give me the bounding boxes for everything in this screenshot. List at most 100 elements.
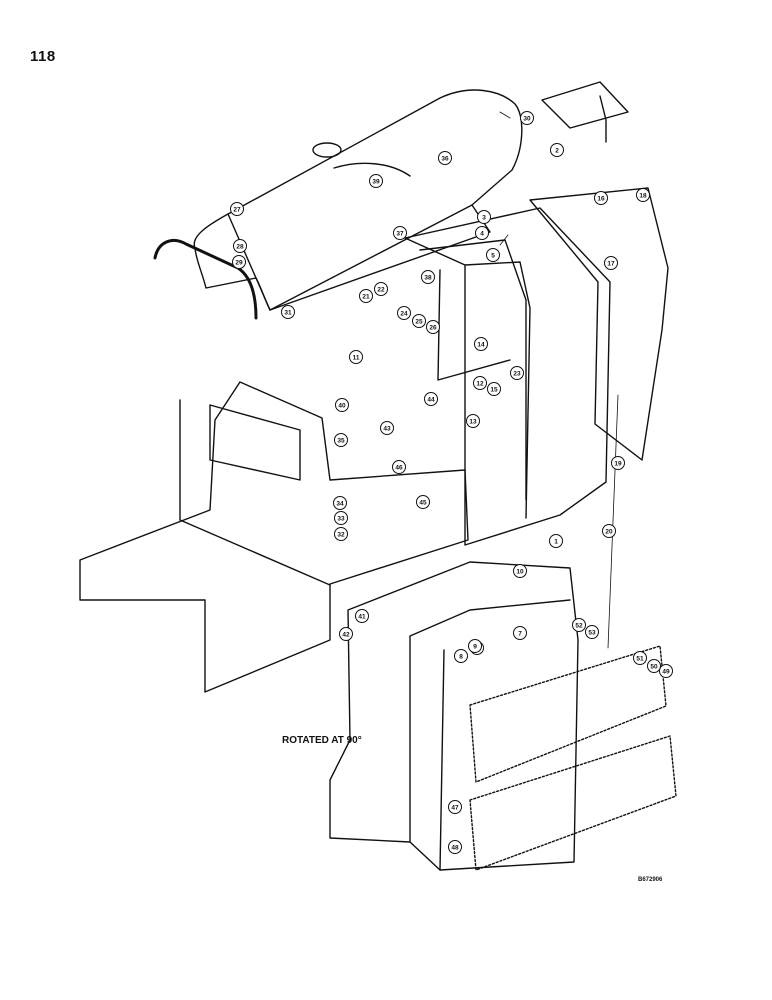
callout-39: 39 bbox=[369, 174, 383, 188]
callout-label: 49 bbox=[662, 668, 670, 675]
callout-label: 34 bbox=[336, 500, 344, 507]
callout-label: 46 bbox=[395, 464, 403, 471]
callout-circle bbox=[477, 210, 491, 224]
callout-46: 46 bbox=[392, 460, 406, 474]
callout-circle bbox=[421, 270, 435, 284]
callout-label: 41 bbox=[358, 613, 366, 620]
callout-48: 48 bbox=[448, 840, 462, 854]
callout-circle bbox=[230, 202, 244, 216]
callout-11: 11 bbox=[349, 350, 363, 364]
callout-label: 50 bbox=[650, 663, 658, 670]
callout-label: 37 bbox=[396, 230, 404, 237]
callout-label: 51 bbox=[636, 655, 644, 662]
radiator-shell bbox=[329, 561, 579, 871]
callout-label: 36 bbox=[441, 155, 449, 162]
callout-circle bbox=[585, 625, 599, 639]
callout-label: 45 bbox=[419, 499, 427, 506]
callout-7: 7 bbox=[513, 626, 527, 640]
callout-label: 16 bbox=[597, 195, 605, 202]
rotated-note: ROTATED AT 90° bbox=[282, 735, 362, 746]
callout-circle bbox=[397, 306, 411, 320]
callout-label: 9 bbox=[473, 643, 477, 650]
callout-circle bbox=[448, 800, 462, 814]
callout-circle bbox=[633, 651, 647, 665]
callout-label: 32 bbox=[337, 531, 345, 538]
callout-circle bbox=[374, 282, 388, 296]
callout-label: 11 bbox=[353, 354, 360, 361]
callout-label: 24 bbox=[400, 310, 408, 317]
callout-label: 25 bbox=[415, 318, 423, 325]
callout-circle bbox=[520, 111, 534, 125]
callout-label: 42 bbox=[342, 631, 350, 638]
callout-label: 20 bbox=[605, 528, 613, 535]
callout-12: 12 bbox=[473, 376, 487, 390]
callout-13: 13 bbox=[466, 414, 480, 428]
callout-label: 26 bbox=[429, 324, 437, 331]
callout-10: 10 bbox=[513, 564, 527, 578]
page-number: 118 bbox=[30, 48, 56, 65]
callout-label: 18 bbox=[639, 192, 647, 199]
callout-circle bbox=[636, 188, 650, 202]
lower-frame bbox=[79, 381, 469, 693]
callout-51: 51 bbox=[633, 651, 647, 665]
callout-circle bbox=[359, 289, 373, 303]
callout-45: 45 bbox=[416, 495, 430, 509]
callout-label: 22 bbox=[377, 286, 385, 293]
callout-circle bbox=[513, 626, 527, 640]
callout-circle bbox=[468, 639, 482, 653]
callout-14: 14 bbox=[474, 337, 488, 351]
callout-9: 9 bbox=[468, 639, 482, 653]
callout-circle bbox=[475, 226, 489, 240]
callout-label: 27 bbox=[233, 206, 241, 213]
callout-circle bbox=[426, 320, 440, 334]
callout-38: 38 bbox=[421, 270, 435, 284]
callout-15: 15 bbox=[487, 382, 501, 396]
callout-34: 34 bbox=[333, 496, 347, 510]
callout-label: 7 bbox=[518, 630, 522, 637]
callout-circle bbox=[448, 840, 462, 854]
callout-20: 20 bbox=[602, 524, 616, 538]
callout-30: 30 bbox=[520, 111, 534, 125]
callout-circle bbox=[549, 534, 563, 548]
callout-circle bbox=[334, 433, 348, 447]
callout-circle bbox=[647, 659, 661, 673]
callout-circle bbox=[594, 191, 608, 205]
callout-label: 12 bbox=[476, 380, 484, 387]
callout-circle bbox=[393, 226, 407, 240]
callout-circle bbox=[233, 239, 247, 253]
handle bbox=[541, 81, 629, 143]
callout-circle bbox=[487, 382, 501, 396]
callout-circle bbox=[611, 456, 625, 470]
callout-label: 1 bbox=[554, 538, 558, 545]
callout-circle bbox=[355, 609, 369, 623]
callout-3: 3 bbox=[477, 210, 491, 224]
callout-label: 5 bbox=[491, 252, 495, 259]
callout-circle bbox=[369, 174, 383, 188]
callout-47: 47 bbox=[448, 800, 462, 814]
callout-1: 1 bbox=[549, 534, 563, 548]
callout-label: 52 bbox=[575, 622, 583, 629]
callout-19: 19 bbox=[611, 456, 625, 470]
callout-35: 35 bbox=[334, 433, 348, 447]
callout-circle bbox=[604, 256, 618, 270]
callout-27: 27 bbox=[230, 202, 244, 216]
callout-26: 26 bbox=[426, 320, 440, 334]
callout-53: 53 bbox=[585, 625, 599, 639]
callout-label: 33 bbox=[337, 515, 345, 522]
callout-52: 52 bbox=[572, 618, 586, 632]
callout-circle bbox=[466, 414, 480, 428]
callout-circle bbox=[334, 527, 348, 541]
callout-circle bbox=[232, 255, 246, 269]
callout-label: 43 bbox=[383, 425, 391, 432]
callout-circle bbox=[454, 649, 468, 663]
callout-8: 8 bbox=[454, 649, 468, 663]
callout-circle bbox=[474, 337, 488, 351]
callout-41: 41 bbox=[355, 609, 369, 623]
callout-49: 49 bbox=[659, 664, 673, 678]
callout-36: 36 bbox=[438, 151, 452, 165]
hood-trim-strip bbox=[153, 239, 258, 320]
callout-29: 29 bbox=[232, 255, 246, 269]
drawing-id: B672906 bbox=[638, 877, 663, 883]
callout-label: 28 bbox=[236, 243, 244, 250]
